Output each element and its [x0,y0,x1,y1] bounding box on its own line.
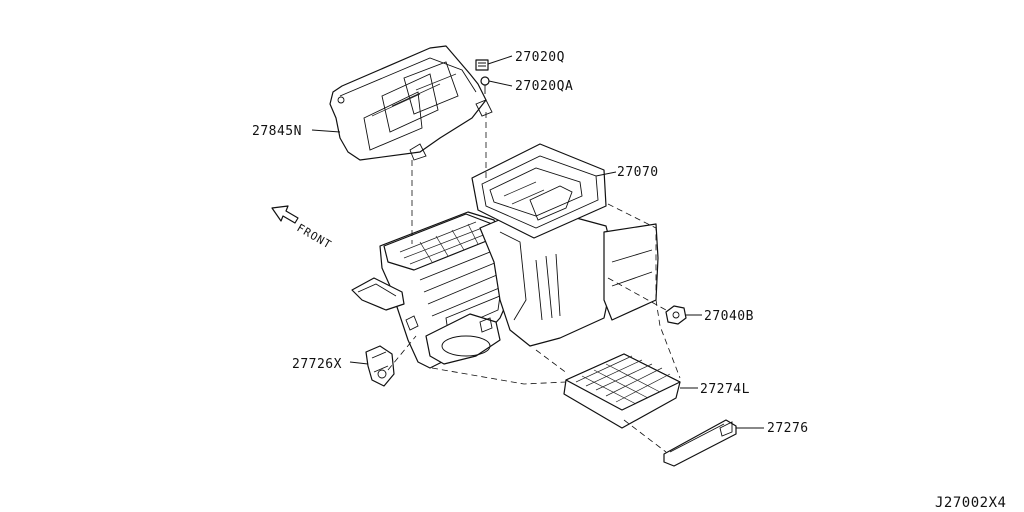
actuator-27726x-part [365,345,395,387]
front-arrow-icon [271,205,299,224]
callout-27070: 27070 [617,165,659,180]
callout-27020q: 27020Q [515,50,565,65]
callout-27274l: 27274L [700,382,750,397]
callout-27040b: 27040B [704,309,754,324]
filter-cover-27276-part [663,419,737,467]
callout-27020qa: 27020QA [515,79,573,94]
heater-unit-assembly [351,143,659,369]
duct-cover-part [329,45,493,161]
assembly-guide-lines [387,112,681,453]
leader-lines [311,55,764,429]
callout-27845n: 27845N [252,124,302,139]
front-direction-indicator: FRONT [271,205,335,252]
screw-27020qa-part [480,76,490,94]
front-label: FRONT [295,221,335,251]
clip-27020q-part [475,59,489,71]
diagram-reference-code: J27002X4 [935,495,1006,511]
callout-27726x: 27726X [292,357,342,372]
nut-27040b-part [665,305,687,325]
filter-27274l-part [563,353,681,429]
callout-27276: 27276 [767,421,809,436]
